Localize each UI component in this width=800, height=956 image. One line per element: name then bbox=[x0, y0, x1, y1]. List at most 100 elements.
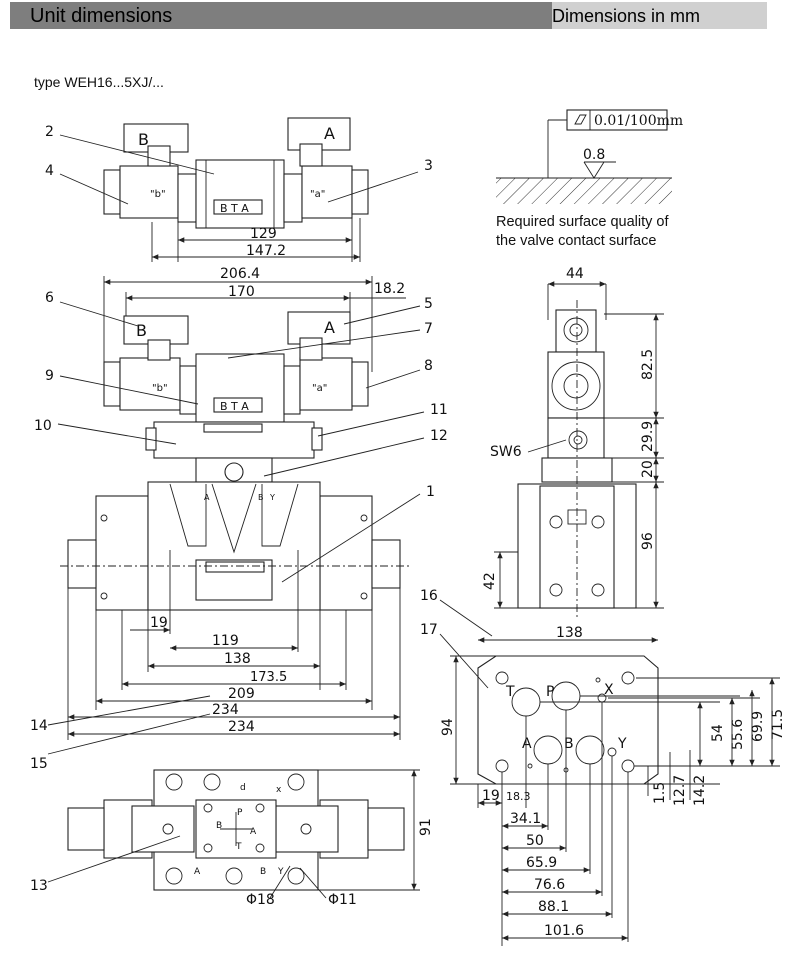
dim-138-main: 138 bbox=[224, 651, 251, 667]
dim-138-base: 138 bbox=[556, 625, 583, 641]
main-port-y: Y bbox=[269, 493, 275, 502]
plan-port-y: Y bbox=[277, 867, 284, 877]
dim-44: 44 bbox=[566, 266, 584, 282]
valve-top-view: B A "b" "a" B T A 129 147.2 bbox=[103, 117, 369, 262]
valve-front-view: 206.4 170 18.2 B A "b" "a" B T A bbox=[103, 266, 406, 483]
coil-a-mark: "a" bbox=[310, 189, 325, 200]
callout-11: 11 bbox=[430, 402, 448, 418]
plan-port-t: T bbox=[235, 842, 242, 852]
dim-76-6: 76.6 bbox=[534, 877, 565, 893]
main-valve-body: A B Y bbox=[60, 481, 410, 611]
brand-label-front: B T A bbox=[220, 400, 249, 413]
main-port-a: A bbox=[204, 493, 210, 502]
dim-101-6: 101.6 bbox=[544, 923, 584, 939]
base-port-x: X bbox=[604, 682, 614, 698]
dim-20: 20 bbox=[640, 460, 656, 478]
dim-12-7: 12.7 bbox=[672, 775, 688, 806]
callout-sw6: SW6 bbox=[490, 444, 522, 460]
mounting-pattern-view: 138 94 T P X A B Y 19 18.3 34.1 bbox=[440, 625, 786, 946]
dim-29-9: 29.9 bbox=[640, 421, 656, 452]
main-port-b: B bbox=[258, 493, 264, 502]
dim-1-5: 1.5 bbox=[652, 782, 668, 804]
part-callouts: 2 4 3 6 5 7 9 8 10 11 12 1 14 15 13 16 1… bbox=[30, 124, 493, 894]
callout-5: 5 bbox=[424, 296, 433, 312]
plan-port-b: B bbox=[216, 821, 222, 831]
callout-6: 6 bbox=[45, 290, 54, 306]
header-units-bar: Dimensions in mm bbox=[552, 2, 767, 29]
dim-42: 42 bbox=[482, 572, 498, 590]
dim-209: 209 bbox=[228, 686, 255, 702]
solenoid-b-label: B bbox=[138, 130, 149, 149]
callout-10: 10 bbox=[34, 418, 52, 434]
surface-quality-symbol: 0.01/100mm 0.8 bbox=[496, 109, 683, 204]
surface-note-line1: Required surface quality of bbox=[496, 214, 669, 230]
callout-16: 16 bbox=[420, 588, 438, 604]
valve-side-view: 44 82.5 29.9 20 96 4 bbox=[482, 266, 664, 620]
dim-69-9: 69.9 bbox=[750, 711, 766, 742]
coil-a-mark-front: "a" bbox=[312, 383, 327, 394]
dim-phi11: Φ11 bbox=[328, 892, 357, 908]
valve-plan-view: P T B A d x A B Y 91 Φ18 Φ11 bbox=[67, 769, 434, 908]
plan-port-x: x bbox=[276, 785, 282, 795]
base-port-y: Y bbox=[617, 736, 627, 752]
base-port-t: T bbox=[505, 684, 515, 700]
page-title: Unit dimensions bbox=[30, 5, 173, 27]
dim-phi18: Φ18 bbox=[246, 892, 275, 908]
dim-206-4: 206.4 bbox=[220, 266, 260, 282]
dim-94: 94 bbox=[440, 718, 456, 736]
base-port-p: P bbox=[546, 684, 554, 700]
brand-label: B T A bbox=[220, 202, 249, 215]
flatness-value: 0.01/100mm bbox=[594, 113, 683, 129]
solenoid-b-label-front: B bbox=[136, 321, 147, 340]
surface-note-line2: the valve contact surface bbox=[496, 233, 657, 249]
dim-71-5: 71.5 bbox=[770, 709, 786, 740]
coil-b-mark-front: "b" bbox=[152, 383, 168, 394]
dim-14-2: 14.2 bbox=[692, 775, 708, 806]
dim-50: 50 bbox=[526, 833, 544, 849]
plan-port-d: d bbox=[240, 783, 246, 793]
header-title-bar: Unit dimensions bbox=[10, 2, 552, 29]
dim-96: 96 bbox=[640, 532, 656, 550]
dim-147-2: 147.2 bbox=[246, 243, 286, 259]
dim-91: 91 bbox=[418, 818, 434, 836]
solenoid-a-label: A bbox=[324, 124, 335, 143]
dim-18-3: 18.3 bbox=[506, 790, 531, 803]
dim-170: 170 bbox=[228, 284, 255, 300]
dim-55-6: 55.6 bbox=[730, 719, 746, 750]
dim-34-1: 34.1 bbox=[510, 811, 541, 827]
coil-b-mark: "b" bbox=[150, 189, 166, 200]
dim-88-1: 88.1 bbox=[538, 899, 569, 915]
dim-19-main: 19 bbox=[150, 615, 168, 631]
dim-119: 119 bbox=[212, 633, 239, 649]
dim-234-b: 234 bbox=[228, 719, 255, 735]
callout-9: 9 bbox=[45, 368, 54, 384]
roughness-value: 0.8 bbox=[583, 147, 605, 163]
callout-2: 2 bbox=[45, 124, 54, 140]
callout-15: 15 bbox=[30, 756, 48, 772]
callout-3: 3 bbox=[424, 158, 433, 174]
callout-12: 12 bbox=[430, 428, 448, 444]
plan-port-a: A bbox=[250, 827, 257, 837]
base-port-b: B bbox=[564, 736, 574, 752]
dim-173-5: 173.5 bbox=[250, 670, 287, 685]
callout-4: 4 bbox=[45, 163, 54, 179]
plan-port-p: P bbox=[237, 808, 243, 818]
dim-18-2: 18.2 bbox=[374, 281, 405, 297]
callout-17: 17 bbox=[420, 622, 438, 638]
dim-82-5: 82.5 bbox=[640, 349, 656, 380]
dim-129: 129 bbox=[250, 226, 277, 242]
base-port-a: A bbox=[522, 736, 532, 752]
type-label: type WEH16...5XJ/... bbox=[34, 74, 164, 90]
units-note: Dimensions in mm bbox=[552, 6, 701, 26]
dim-54: 54 bbox=[710, 724, 726, 742]
main-valve-dimensions: 19 119 138 173.5 209 234 234 bbox=[67, 588, 401, 740]
dim-234-a: 234 bbox=[212, 702, 239, 718]
callout-13: 13 bbox=[30, 878, 48, 894]
callout-14: 14 bbox=[30, 718, 48, 734]
dim-19-base: 19 bbox=[482, 788, 500, 804]
plan-port-b2: B bbox=[260, 867, 266, 877]
dim-65-9: 65.9 bbox=[526, 855, 557, 871]
plan-port-a2: A bbox=[194, 867, 201, 877]
solenoid-a-label-front: A bbox=[324, 318, 335, 337]
